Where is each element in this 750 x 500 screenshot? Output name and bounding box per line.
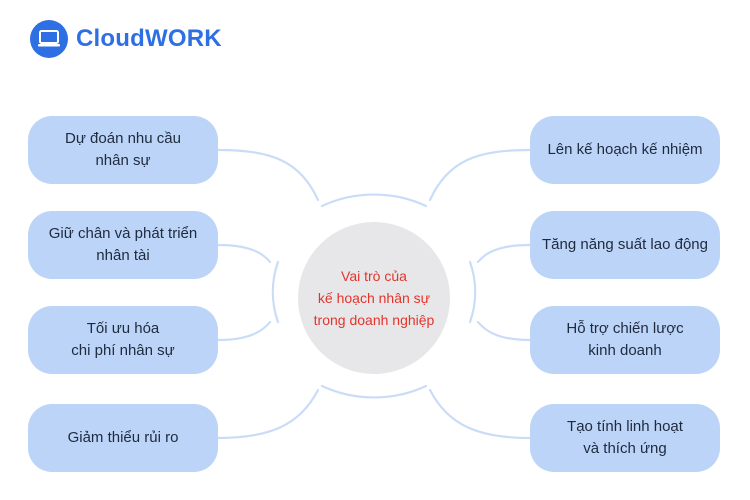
node-right-3: Hỗ trợ chiến lược kinh doanh (530, 306, 720, 374)
laptop-icon (30, 20, 68, 58)
connector-right-3 (476, 320, 532, 342)
connector-right-4 (428, 388, 532, 440)
brand-logo: CloudWORK (30, 20, 222, 58)
node-right-1: Lên kế hoạch kế nhiệm (530, 116, 720, 184)
center-topic: Vai trò của kế hoạch nhân sự trong doanh… (298, 222, 450, 374)
node-right-2: Tăng năng suất lao động (530, 211, 720, 279)
center-ring-right-arc (468, 260, 477, 324)
node-left-4: Giảm thiểu rủi ro (28, 404, 218, 472)
node-left-1: Dự đoán nhu cầu nhân sự (28, 116, 218, 184)
center-topic-text: Vai trò của kế hoạch nhân sự trong doanh… (313, 268, 435, 328)
center-ring-left-arc (271, 260, 280, 324)
connector-right-2 (476, 243, 532, 264)
connector-left-3 (216, 320, 272, 342)
center-ring-bottom-arc (320, 384, 428, 399)
node-left-3: Tối ưu hóa chi phí nhân sự (28, 306, 218, 374)
brand-name: CloudWORK (76, 25, 222, 52)
connector-left-2 (216, 243, 272, 264)
node-left-2: Giữ chân và phát triển nhân tài (28, 211, 218, 279)
connector-left-4 (216, 388, 320, 440)
center-ring-top-arc (320, 193, 428, 208)
connector-right-1 (428, 148, 532, 202)
node-right-4: Tạo tính linh hoạt và thích ứng (530, 404, 720, 472)
connector-left-1 (216, 148, 320, 202)
